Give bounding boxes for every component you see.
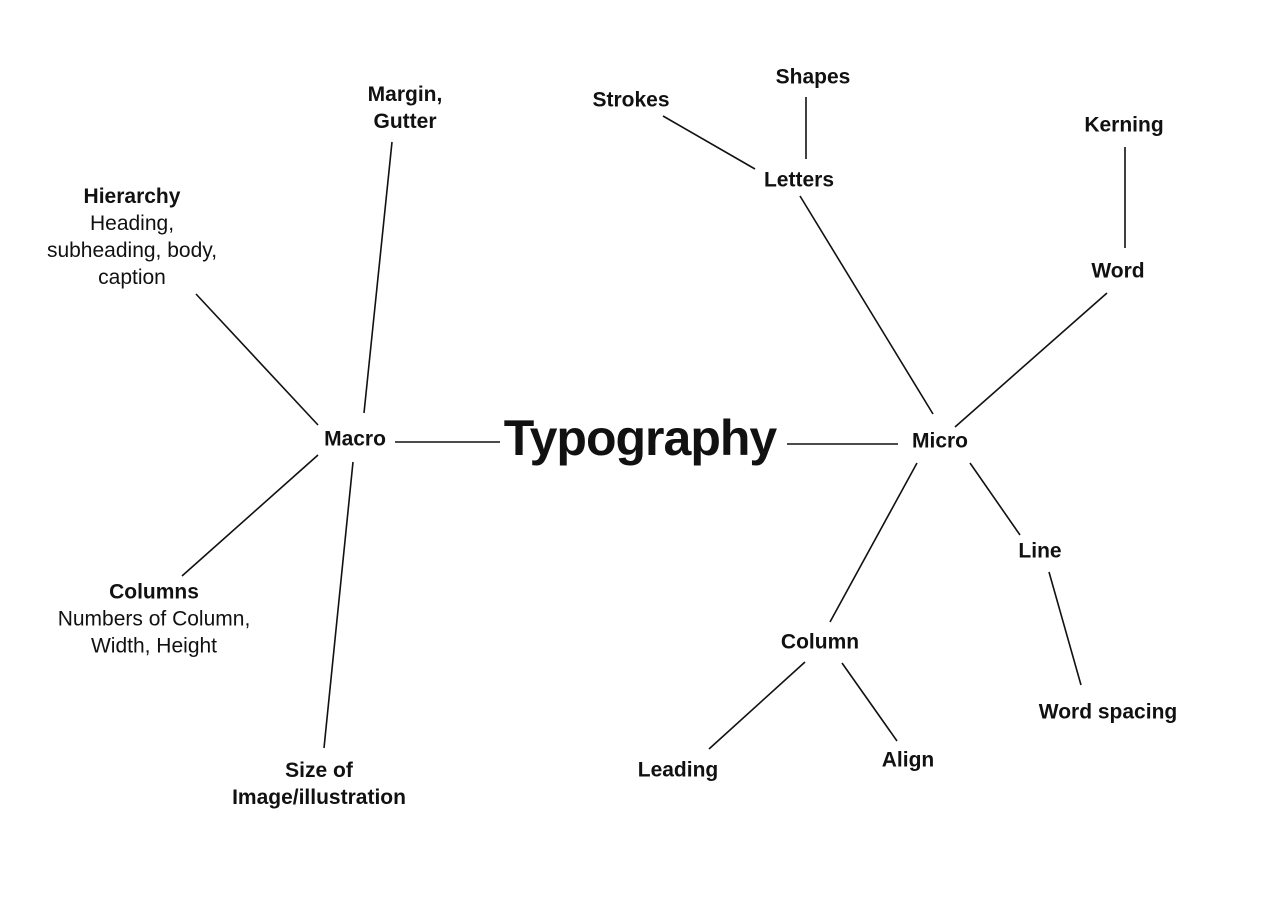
columns-node: Columns Numbers of Column, Width, Height — [58, 579, 251, 660]
line-node: Line — [1018, 538, 1061, 565]
edge-micro-word — [954, 292, 1108, 428]
edge-macro-margin — [363, 141, 393, 414]
columns-line2: Width, Height — [90, 634, 218, 658]
title-text: Typography — [503, 410, 777, 466]
columns-title: Columns — [109, 580, 199, 604]
edge-macro-columns — [181, 454, 319, 577]
word-label: Word — [1091, 259, 1145, 283]
word-spacing-label: Word spacing — [1038, 700, 1178, 724]
columns-line1: Numbers of Column, — [57, 607, 251, 631]
letters-label: Letters — [763, 168, 835, 192]
edge-macro-size — [323, 461, 354, 749]
margin-gutter-line2: Gutter — [373, 110, 437, 133]
edge-column-align — [841, 662, 898, 742]
strokes-node: Strokes — [592, 87, 669, 114]
shapes-node: Shapes — [776, 64, 851, 91]
hierarchy-line1: Heading, — [89, 212, 175, 235]
kerning-node: Kerning — [1084, 112, 1163, 139]
margin-gutter-line1: Margin, — [367, 83, 443, 106]
shapes-label: Shapes — [775, 65, 851, 89]
column-node: Column — [781, 629, 859, 656]
micro-node: Micro — [912, 428, 968, 455]
micro-label: Micro — [911, 429, 969, 453]
size-image-node: Size of Image/illustration — [232, 757, 406, 811]
hierarchy-node: Hierarchy Heading, subheading, body, cap… — [47, 183, 217, 291]
edge-letters-strokes — [662, 115, 756, 170]
edge-micro-column — [829, 462, 918, 623]
letters-node: Letters — [764, 167, 834, 194]
edge-micro-line — [969, 462, 1021, 536]
edge-column-leading — [708, 661, 806, 750]
edge-line-wordspacing — [1048, 571, 1082, 686]
line-label: Line — [1018, 539, 1062, 563]
strokes-label: Strokes — [592, 88, 670, 112]
align-label: Align — [881, 748, 935, 772]
title-node: Typography — [503, 410, 777, 466]
column-label: Column — [780, 630, 860, 654]
margin-gutter-node: Margin, Gutter — [368, 81, 443, 135]
hierarchy-line3: caption — [98, 266, 166, 289]
macro-node: Macro — [324, 426, 386, 453]
size-image-line1: Size of — [285, 759, 353, 782]
word-node: Word — [1091, 258, 1144, 285]
word-spacing-node: Word spacing — [1039, 699, 1177, 726]
leading-node: Leading — [638, 757, 719, 784]
size-image-line2: Image/illustration — [232, 786, 406, 809]
macro-label: Macro — [324, 427, 386, 451]
kerning-label: Kerning — [1084, 113, 1164, 137]
edge-micro-letters — [799, 195, 934, 415]
leading-label: Leading — [637, 758, 719, 782]
align-node: Align — [882, 747, 935, 774]
edge-macro-hierarchy — [195, 293, 319, 426]
hierarchy-line2: subheading, body, — [46, 239, 218, 262]
hierarchy-title: Hierarchy — [83, 185, 181, 208]
